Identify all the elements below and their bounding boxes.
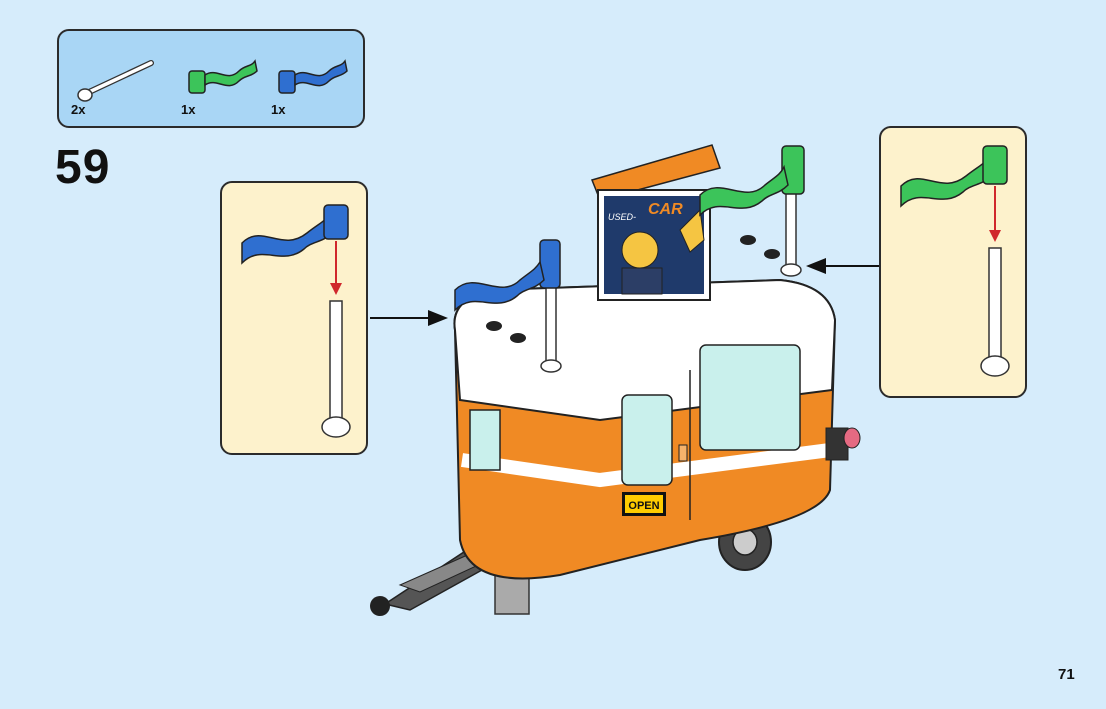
arrow-to-right-flag [806, 258, 879, 274]
open-sign-text: OPEN [628, 500, 659, 512]
billboard-top-text: USED- [608, 212, 636, 222]
page-number: 71 [1058, 666, 1075, 683]
billboard-main-text: CAR [648, 201, 683, 218]
arrow-to-left-flag [370, 310, 448, 326]
used-car-billboard: USED- CAR [592, 145, 720, 300]
